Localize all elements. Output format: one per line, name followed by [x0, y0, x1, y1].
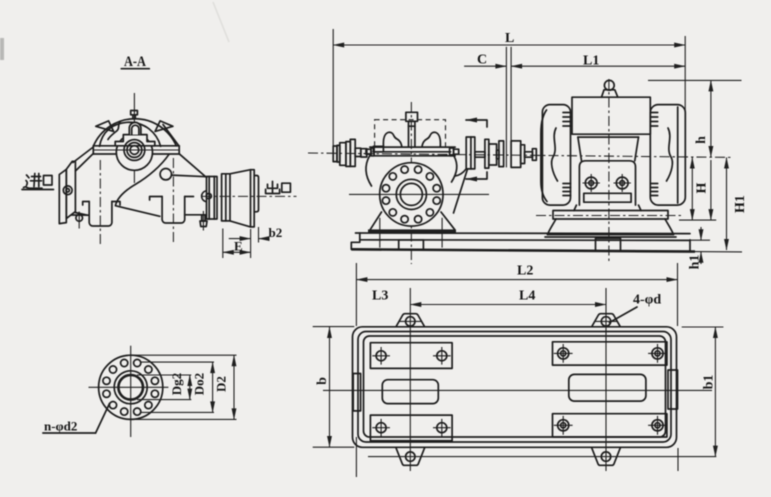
svg-text:L1: L1 — [583, 54, 599, 69]
svg-text:h: h — [694, 136, 709, 144]
svg-text:Dg2: Dg2 — [169, 373, 184, 395]
svg-text:Do2: Do2 — [192, 373, 207, 395]
svg-text:h1: h1 — [688, 255, 703, 270]
svg-text:b: b — [315, 377, 330, 385]
svg-text:n-φd2: n-φd2 — [44, 419, 77, 434]
svg-text:H1: H1 — [733, 195, 748, 213]
svg-text:A-A: A-A — [124, 54, 146, 70]
svg-text:L3: L3 — [372, 289, 388, 304]
svg-text:D2: D2 — [214, 376, 229, 392]
svg-text:b2: b2 — [269, 225, 283, 240]
svg-text:C: C — [477, 53, 487, 68]
svg-text:L4: L4 — [519, 289, 535, 304]
svg-text:L2: L2 — [517, 264, 533, 279]
svg-text:H: H — [695, 182, 710, 193]
svg-text:L: L — [505, 31, 514, 46]
svg-text:E: E — [234, 239, 243, 254]
svg-text:4-φd: 4-φd — [633, 293, 661, 308]
svg-text:b1: b1 — [702, 375, 717, 390]
